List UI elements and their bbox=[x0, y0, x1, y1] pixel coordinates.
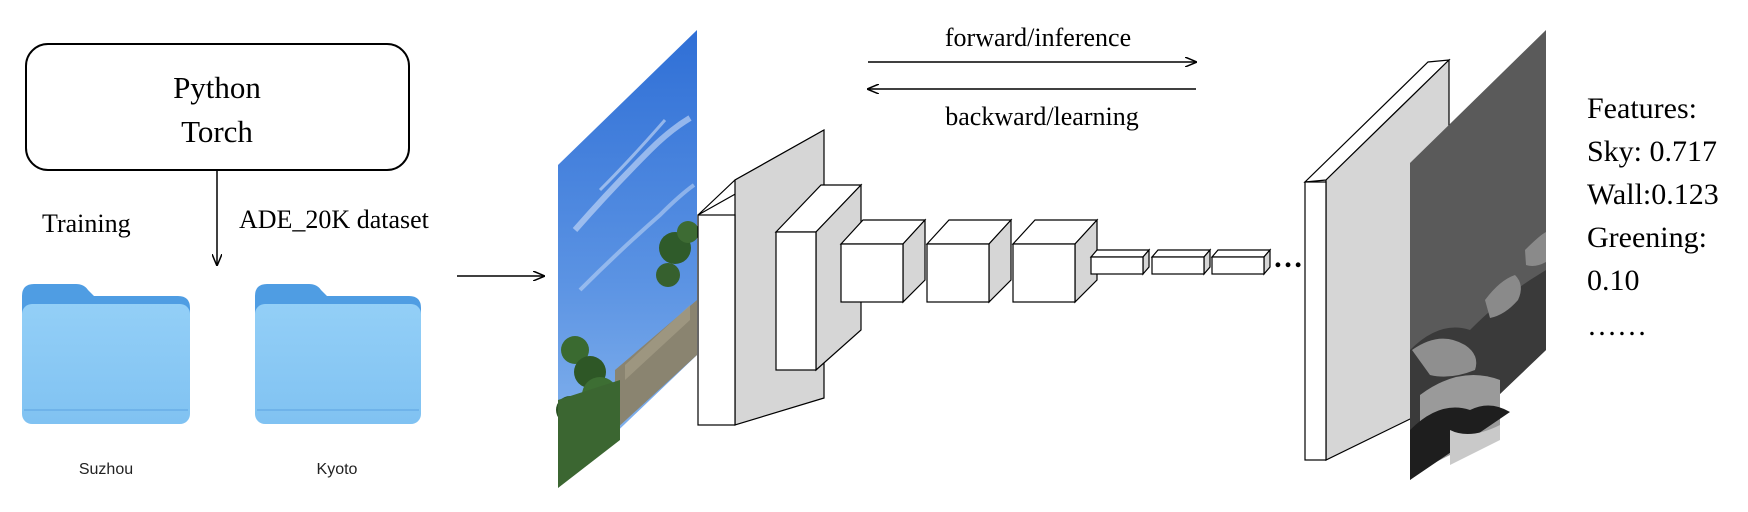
features-line-1: Features: bbox=[1587, 92, 1697, 125]
features-list: Features: Sky: 0.717 Wall:0.123 Greening… bbox=[1587, 92, 1719, 342]
folder-label-kyoto: Kyoto bbox=[317, 461, 358, 478]
folder-kyoto[interactable]: Kyoto bbox=[255, 284, 421, 478]
dataset-label: ADE_20K dataset bbox=[239, 205, 430, 234]
framework-box: Python Torch bbox=[25, 43, 410, 171]
folder-icon bbox=[22, 284, 190, 424]
conv-block-4 bbox=[925, 218, 1013, 304]
conv-block-8 bbox=[1210, 248, 1272, 276]
training-label: Training bbox=[42, 209, 131, 238]
conv-block-2 bbox=[774, 183, 863, 372]
forward-label: forward/inference bbox=[945, 23, 1131, 52]
folder-icon bbox=[255, 284, 421, 424]
folder-label-suzhou: Suzhou bbox=[79, 461, 133, 478]
features-line-6: …… bbox=[1587, 309, 1647, 342]
conv-block-7 bbox=[1150, 248, 1212, 276]
framework-line-torch: Torch bbox=[181, 114, 253, 149]
segmentation-output bbox=[1410, 30, 1546, 480]
features-line-5: 0.10 bbox=[1587, 264, 1640, 297]
continuation-ellipsis: … bbox=[1273, 241, 1303, 274]
folder-suzhou[interactable]: Suzhou bbox=[22, 284, 190, 478]
backward-label: backward/learning bbox=[945, 102, 1138, 131]
input-image bbox=[556, 30, 699, 488]
features-line-4: Greening: bbox=[1587, 221, 1707, 254]
conv-block-6 bbox=[1089, 248, 1151, 276]
features-line-3: Wall:0.123 bbox=[1587, 178, 1719, 211]
framework-line-python: Python bbox=[173, 70, 261, 105]
conv-block-5 bbox=[1011, 218, 1099, 304]
features-line-2: Sky: 0.717 bbox=[1587, 135, 1717, 168]
conv-block-3 bbox=[839, 218, 927, 304]
